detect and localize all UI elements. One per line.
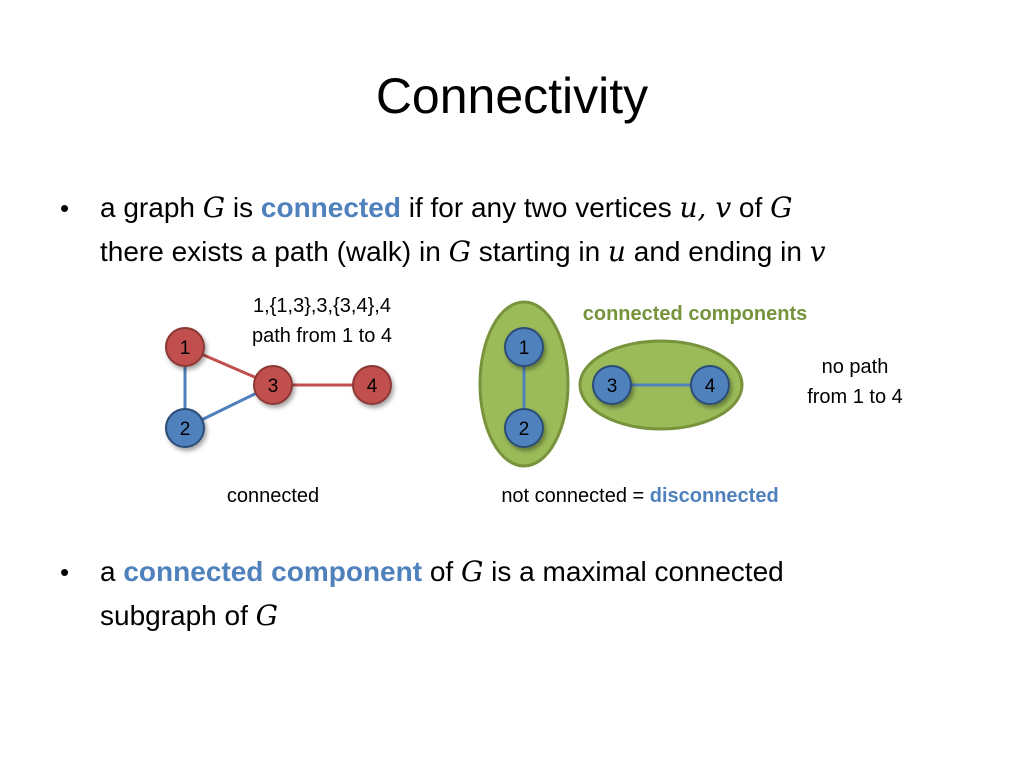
- math-uv: u, v: [679, 191, 732, 224]
- path-label-description: path from 1 to 4: [251, 325, 393, 347]
- caption-connected: connected: [226, 485, 320, 507]
- text-run: there exists a path (walk) in: [100, 236, 449, 267]
- no-path-line-2: from 1 to 4: [807, 386, 903, 408]
- node-label: 3: [607, 376, 618, 397]
- node-label: 1: [180, 338, 191, 359]
- right-node-2: 2: [504, 408, 544, 448]
- node-label: 3: [268, 376, 279, 397]
- bullet-line-2: there exists a path (walk) in G starting…: [100, 231, 826, 273]
- right-node-3: 3: [592, 365, 632, 405]
- node-label: 1: [519, 338, 530, 359]
- left-node-3: 3: [253, 365, 293, 405]
- bullet-line-2: subgraph of G: [100, 595, 278, 637]
- text-run: subgraph of: [100, 600, 256, 631]
- path-label: 1,{1,3},3,{3,4},4 path from 1 to 4: [222, 291, 422, 351]
- node-label: 4: [367, 376, 378, 397]
- no-path-label: no path from 1 to 4: [775, 352, 935, 412]
- right-node-1: 1: [504, 327, 544, 367]
- left-node-2: 2: [165, 408, 205, 448]
- text-run: and ending in: [625, 236, 810, 267]
- caption-prefix: not connected =: [501, 485, 650, 507]
- bullet-line-1: a connected component of G is a maximal …: [100, 551, 784, 593]
- text-run: of: [422, 556, 461, 587]
- math-G: G: [255, 599, 279, 632]
- caption-disconnected: not connected = disconnected: [440, 481, 840, 511]
- math-G: G: [460, 555, 484, 588]
- no-path-line-1: no path: [821, 356, 889, 378]
- slide-title: Connectivity: [375, 68, 649, 124]
- components-label: connected components: [582, 303, 808, 325]
- term-disconnected: disconnected: [649, 485, 779, 507]
- math-G: G: [202, 191, 226, 224]
- term-connected-component: connected component: [123, 556, 423, 587]
- node-label: 4: [705, 376, 716, 397]
- term-connected: connected: [260, 192, 401, 223]
- right-node-4: 4: [690, 365, 730, 405]
- math-G: G: [448, 235, 471, 268]
- text-run: of: [731, 192, 771, 223]
- text-run: starting in: [470, 236, 608, 267]
- text-run: if for any two vertices: [400, 192, 680, 223]
- bullet-line-1: a graph G is connected if for any two ve…: [100, 187, 792, 229]
- math-v: v: [809, 235, 826, 268]
- math-G: G: [770, 191, 793, 224]
- left-node-4: 4: [352, 365, 392, 405]
- text-run: is: [225, 192, 261, 223]
- text-run: is a maximal connected: [483, 556, 784, 587]
- node-label: 2: [519, 419, 530, 440]
- node-label: 2: [180, 419, 191, 440]
- left-node-1: 1: [165, 327, 205, 367]
- bullet-marker: •: [60, 557, 70, 587]
- math-u: u: [607, 235, 626, 268]
- text-run: a: [100, 556, 124, 587]
- path-label-sequence: 1,{1,3},3,{3,4},4: [253, 295, 391, 317]
- text-run: a graph: [100, 192, 203, 223]
- bullet-marker: •: [60, 193, 70, 223]
